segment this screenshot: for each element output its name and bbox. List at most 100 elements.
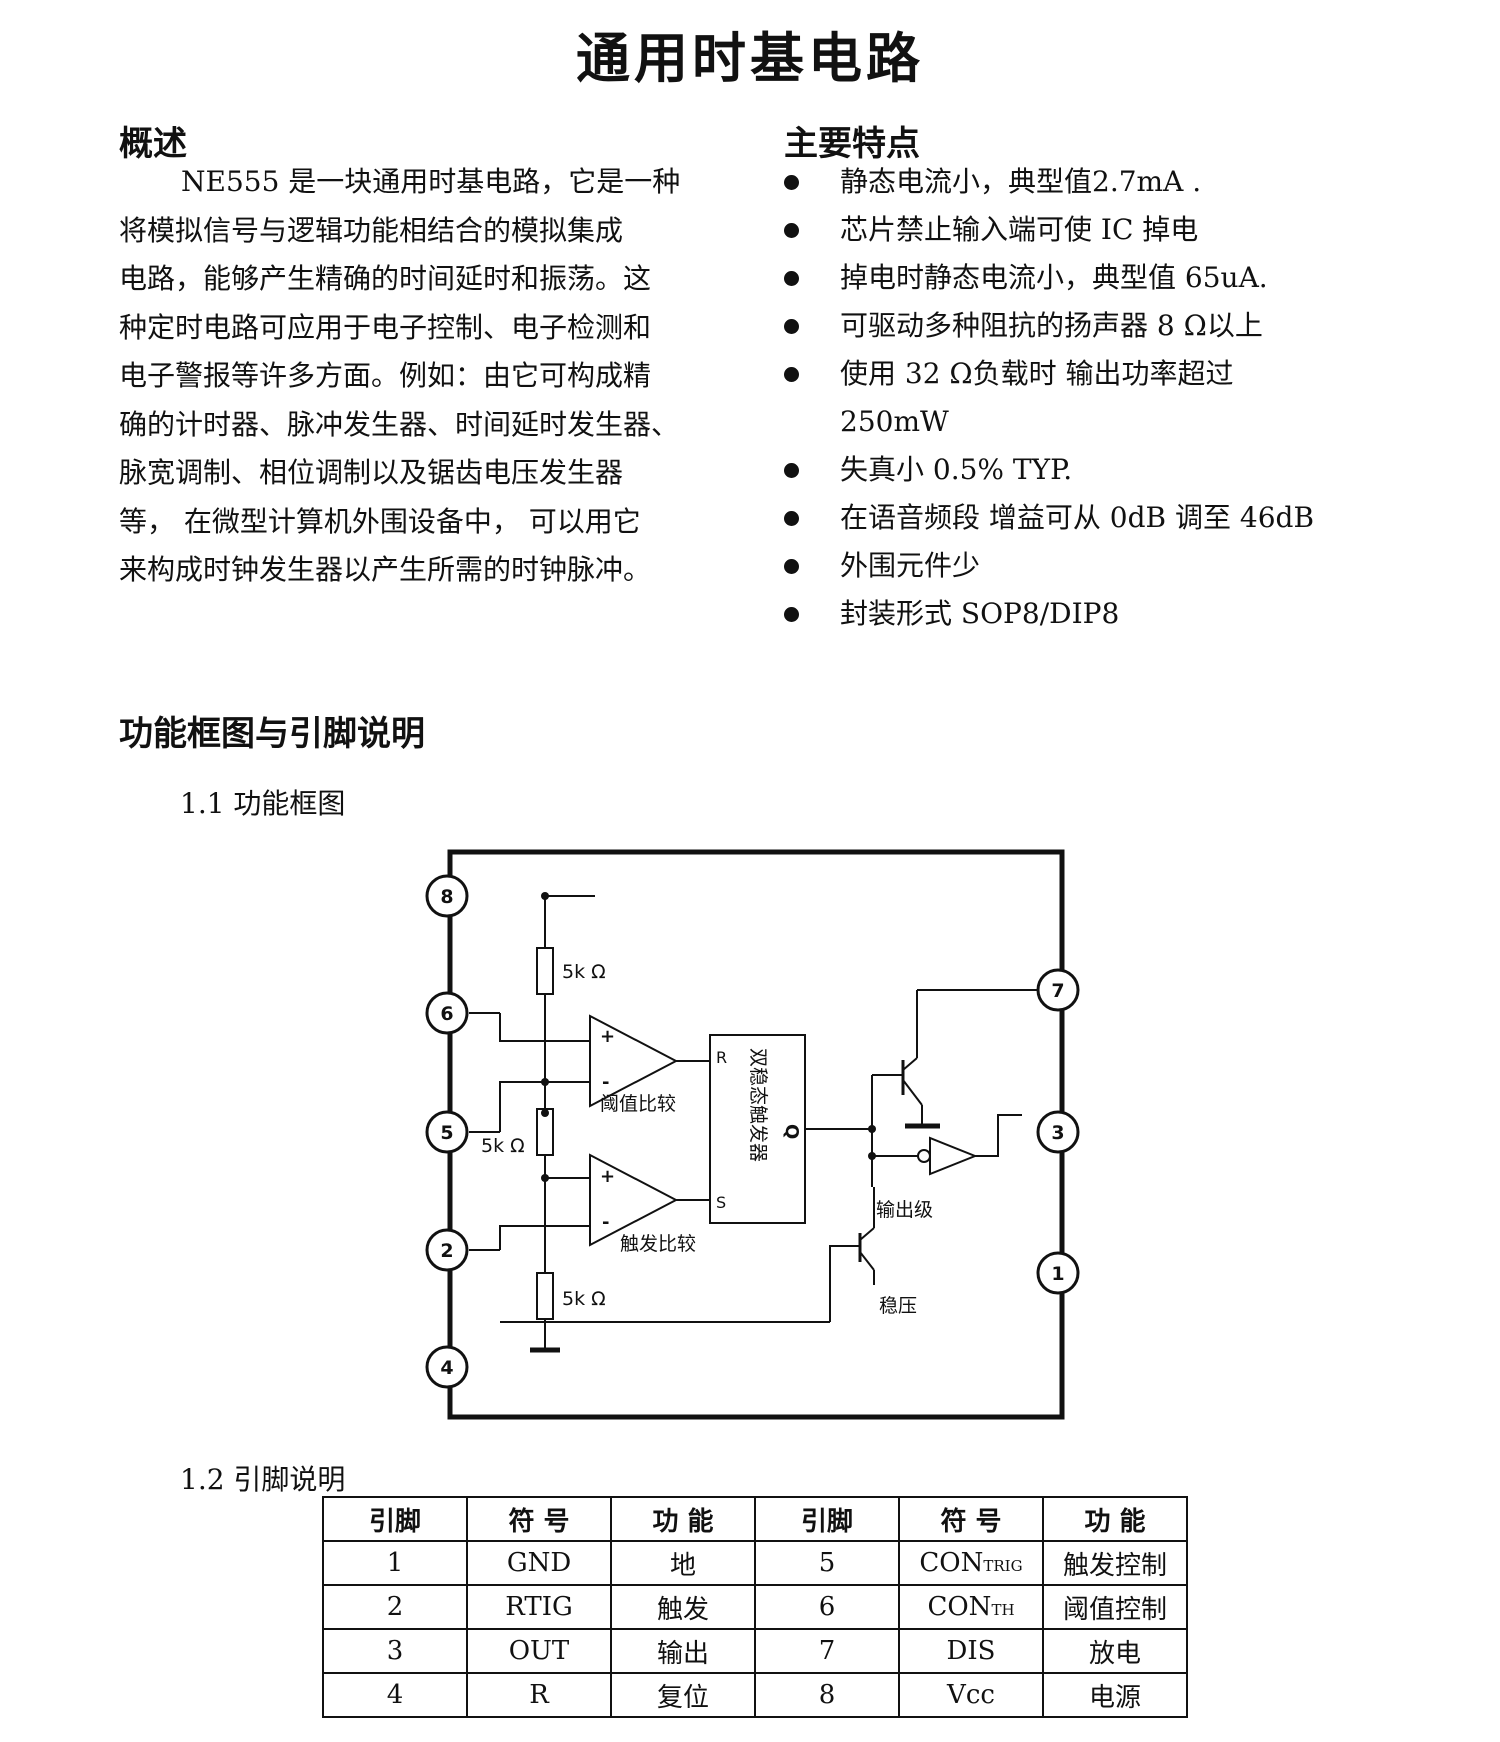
pin-circle-8 bbox=[425, 874, 469, 918]
pin-function: 触发控制 bbox=[1042, 1540, 1188, 1586]
feature-item: 掉电时静态电流小，典型值 65uA. bbox=[784, 254, 1424, 302]
pin-number: 4 bbox=[322, 1672, 468, 1718]
bullet-icon bbox=[784, 607, 799, 622]
header-function: 功 能 bbox=[610, 1496, 756, 1542]
header-pin: 引脚 bbox=[322, 1496, 468, 1542]
section-title: 功能框图与引脚说明 bbox=[119, 714, 425, 754]
trigger-comparator bbox=[589, 1153, 679, 1247]
pin-label-3: 3 bbox=[1051, 1122, 1064, 1144]
pin-circle-4 bbox=[425, 1345, 469, 1389]
trigger-minus-label: - bbox=[602, 1212, 609, 1233]
threshold-minus-label: - bbox=[602, 1072, 609, 1093]
feature-text: 外围元件少 bbox=[840, 549, 981, 582]
regulator-label: 稳压 bbox=[879, 1295, 917, 1317]
symbol-main: DIS bbox=[946, 1636, 996, 1666]
feature-item: 在语音频段 增益可从 0dB 调至 46dB bbox=[784, 494, 1424, 542]
overview-line: 电子警报等许多方面。例如：由它可构成精 bbox=[119, 359, 652, 392]
feature-list: 静态电流小，典型值2.7mA . 芯片禁止输入端可使 IC 掉电 掉电时静态电流… bbox=[784, 158, 1424, 638]
symbol-subscript: TRIG bbox=[983, 1557, 1023, 1575]
output-buffer bbox=[929, 1136, 978, 1176]
pin-label-6: 6 bbox=[440, 1003, 453, 1025]
pin-function: 放电 bbox=[1042, 1628, 1188, 1674]
resistor-bottom-label: 5k Ω bbox=[562, 1288, 606, 1310]
symbol-main: Vcc bbox=[947, 1680, 995, 1710]
overview-line: 来构成时钟发生器以产生所需的时钟脉冲。 bbox=[119, 553, 652, 586]
resistor-top bbox=[536, 947, 554, 995]
table-row: 3 OUT 输出 7 DIS 放电 bbox=[322, 1628, 1188, 1674]
flipflop-r-label: R bbox=[716, 1048, 727, 1067]
pin-symbol: OUT bbox=[466, 1628, 612, 1674]
header-function: 功 能 bbox=[1042, 1496, 1188, 1542]
pin-label-4: 4 bbox=[440, 1357, 453, 1379]
resistor-mid-label: 5k Ω bbox=[481, 1135, 525, 1157]
features-heading: 主要特点 bbox=[784, 124, 920, 164]
bullet-icon bbox=[784, 463, 799, 478]
pin-label-8: 8 bbox=[440, 886, 453, 908]
pin-circle-5 bbox=[425, 1110, 469, 1154]
overview-line: 脉宽调制、相位调制以及锯齿电压发生器 bbox=[119, 456, 624, 489]
pin-symbol: DIS bbox=[898, 1628, 1044, 1674]
pin-circle-3 bbox=[1036, 1110, 1080, 1154]
subsection-pin-description: 1.2 引脚说明 bbox=[180, 1463, 346, 1496]
overview-line: 种定时电路可应用于电子控制、电子检测和 bbox=[119, 310, 652, 344]
pin-symbol: Vcc bbox=[898, 1672, 1044, 1718]
bullet-icon bbox=[784, 367, 799, 382]
pin-symbol: R bbox=[466, 1672, 612, 1718]
bullet-icon bbox=[784, 271, 799, 286]
feature-item: 可驱动多种阻抗的扬声器 8 Ω以上 bbox=[784, 302, 1424, 350]
bullet-icon bbox=[784, 319, 799, 334]
pin-number: 6 bbox=[754, 1584, 900, 1630]
pin-number: 2 bbox=[322, 1584, 468, 1630]
bullet-icon bbox=[784, 223, 799, 238]
overview-line: 将模拟信号与逻辑功能相结合的模拟集成 bbox=[119, 213, 624, 247]
bullet-icon bbox=[784, 559, 799, 574]
pin-function: 电源 bbox=[1042, 1672, 1188, 1718]
pin-circle-7 bbox=[1036, 968, 1080, 1012]
threshold-comparator-label: 阈值比较 bbox=[600, 1093, 676, 1115]
threshold-comparator bbox=[589, 1014, 679, 1108]
pin-number: 5 bbox=[754, 1540, 900, 1586]
symbol-main: CON bbox=[927, 1592, 992, 1622]
pin-function: 输出 bbox=[610, 1628, 756, 1674]
pin-table: 引脚 符 号 功 能 引脚 符 号 功 能 1 GND 地 5 CONTRIG … bbox=[322, 1496, 1188, 1718]
pin-label-5: 5 bbox=[440, 1122, 453, 1144]
block-diagram: 8 6 5 2 4 7 3 1 5k Ω 5k Ω 5k Ω 阈值比较 触发比较… bbox=[425, 849, 1080, 1420]
threshold-plus-label: + bbox=[600, 1026, 615, 1047]
pin-number: 3 bbox=[322, 1628, 468, 1674]
feature-text: 在语音频段 增益可从 0dB 调至 46dB bbox=[840, 501, 1315, 534]
table-row: 4 R 复位 8 Vcc 电源 bbox=[322, 1672, 1188, 1718]
feature-item: 外围元件少 bbox=[784, 542, 1424, 590]
feature-text: 失真小 0.5% TYP. bbox=[840, 453, 1073, 486]
pin-function: 触发 bbox=[610, 1584, 756, 1630]
bullet-icon bbox=[784, 175, 799, 190]
feature-item: 失真小 0.5% TYP. bbox=[784, 446, 1424, 494]
header-pin: 引脚 bbox=[754, 1496, 900, 1542]
feature-text: 芯片禁止输入端可使 IC 掉电 bbox=[840, 213, 1199, 246]
flipflop-label: 双稳态触发器 bbox=[747, 1048, 769, 1162]
overview-line: 确的计时器、脉冲发生器、时间延时发生器、 bbox=[119, 407, 680, 441]
header-symbol: 符 号 bbox=[466, 1496, 612, 1542]
overview-line: NE555 是一块通用时基电路，它是一种 bbox=[181, 165, 681, 198]
table-row: 1 GND 地 5 CONTRIG 触发控制 bbox=[322, 1540, 1188, 1586]
feature-text: 可驱动多种阻抗的扬声器 8 Ω以上 bbox=[840, 309, 1263, 342]
pin-circle-1 bbox=[1036, 1251, 1080, 1295]
feature-item: 使用 32 Ω负载时 输出功率超过 bbox=[784, 350, 1424, 398]
pin-symbol: CONTH bbox=[898, 1584, 1044, 1630]
feature-item: 芯片禁止输入端可使 IC 掉电 bbox=[784, 206, 1424, 254]
header-symbol: 符 号 bbox=[898, 1496, 1044, 1542]
pin-function: 阈值控制 bbox=[1042, 1584, 1188, 1630]
pin-symbol: GND bbox=[466, 1540, 612, 1586]
symbol-subscript: TH bbox=[991, 1601, 1015, 1619]
overview-line: 等， 在微型计算机外围设备中， 可以用它 bbox=[119, 504, 641, 538]
table-row: 2 RTIG 触发 6 CONTH 阈值控制 bbox=[322, 1584, 1188, 1630]
feature-text: 掉电时静态电流小，典型值 65uA. bbox=[840, 261, 1268, 294]
flipflop-s-label: S bbox=[716, 1193, 726, 1212]
trigger-comparator-label: 触发比较 bbox=[620, 1233, 696, 1255]
symbol-main: CON bbox=[919, 1548, 984, 1578]
feature-continuation: 250mW bbox=[784, 398, 1424, 446]
subsection-block-diagram: 1.1 功能框图 bbox=[180, 787, 346, 820]
pin-number: 8 bbox=[754, 1672, 900, 1718]
overview-heading: 概述 bbox=[119, 124, 187, 164]
pin-number: 1 bbox=[322, 1540, 468, 1586]
pin-number: 7 bbox=[754, 1628, 900, 1674]
